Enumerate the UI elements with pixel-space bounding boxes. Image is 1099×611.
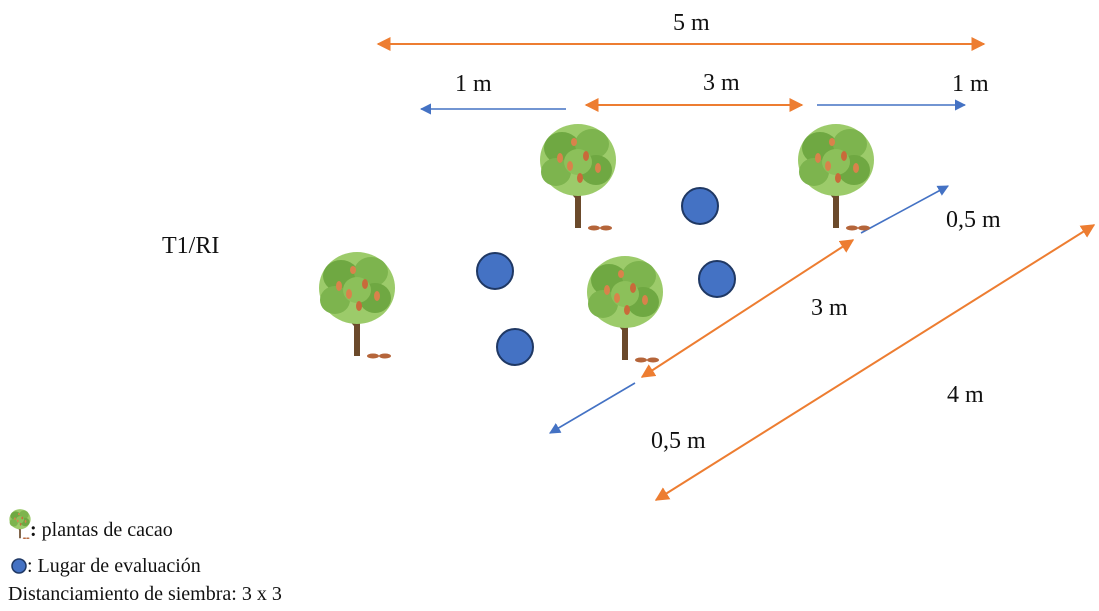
cacao-plant-bottom-left [318, 251, 396, 360]
arrow-diag-total [654, 224, 1096, 501]
arrow-diag-top-margin [860, 185, 949, 234]
label-plant-spacing: 3 m [703, 70, 740, 96]
evaluation-spot [496, 328, 534, 366]
cacao-plant-bottom-right [586, 255, 664, 364]
label-diag-bottom-margin: 0,5 m [651, 428, 706, 454]
arrow-diag-bottom-margin [549, 382, 636, 434]
legend-spot-icon [11, 558, 27, 574]
evaluation-spot [698, 260, 736, 298]
label-diag-total: 4 m [947, 382, 984, 408]
evaluation-spot [476, 252, 514, 290]
evaluation-spot [681, 187, 719, 225]
label-total-width: 5 m [673, 10, 710, 36]
label-left-margin: 1 m [455, 71, 492, 97]
label-right-margin: 1 m [952, 71, 989, 97]
label-diag-spacing: 3 m [811, 295, 848, 321]
legend-spacing: Distanciamiento de siembra: 3 x 3 [8, 583, 282, 605]
cacao-plant-top-left [539, 123, 617, 232]
legend-plant-colon: : [30, 519, 37, 541]
legend-plant: : plantas de cacao [30, 520, 173, 540]
legend-plant-text: plantas de cacao [36, 519, 173, 541]
legend-spot: : Lugar de evaluación [27, 555, 201, 577]
legend-plant-icon [9, 508, 31, 540]
cacao-plant-top-right [797, 123, 875, 232]
label-diag-top-margin: 0,5 m [946, 207, 1001, 233]
treatment-label: T1/RI [162, 233, 220, 259]
